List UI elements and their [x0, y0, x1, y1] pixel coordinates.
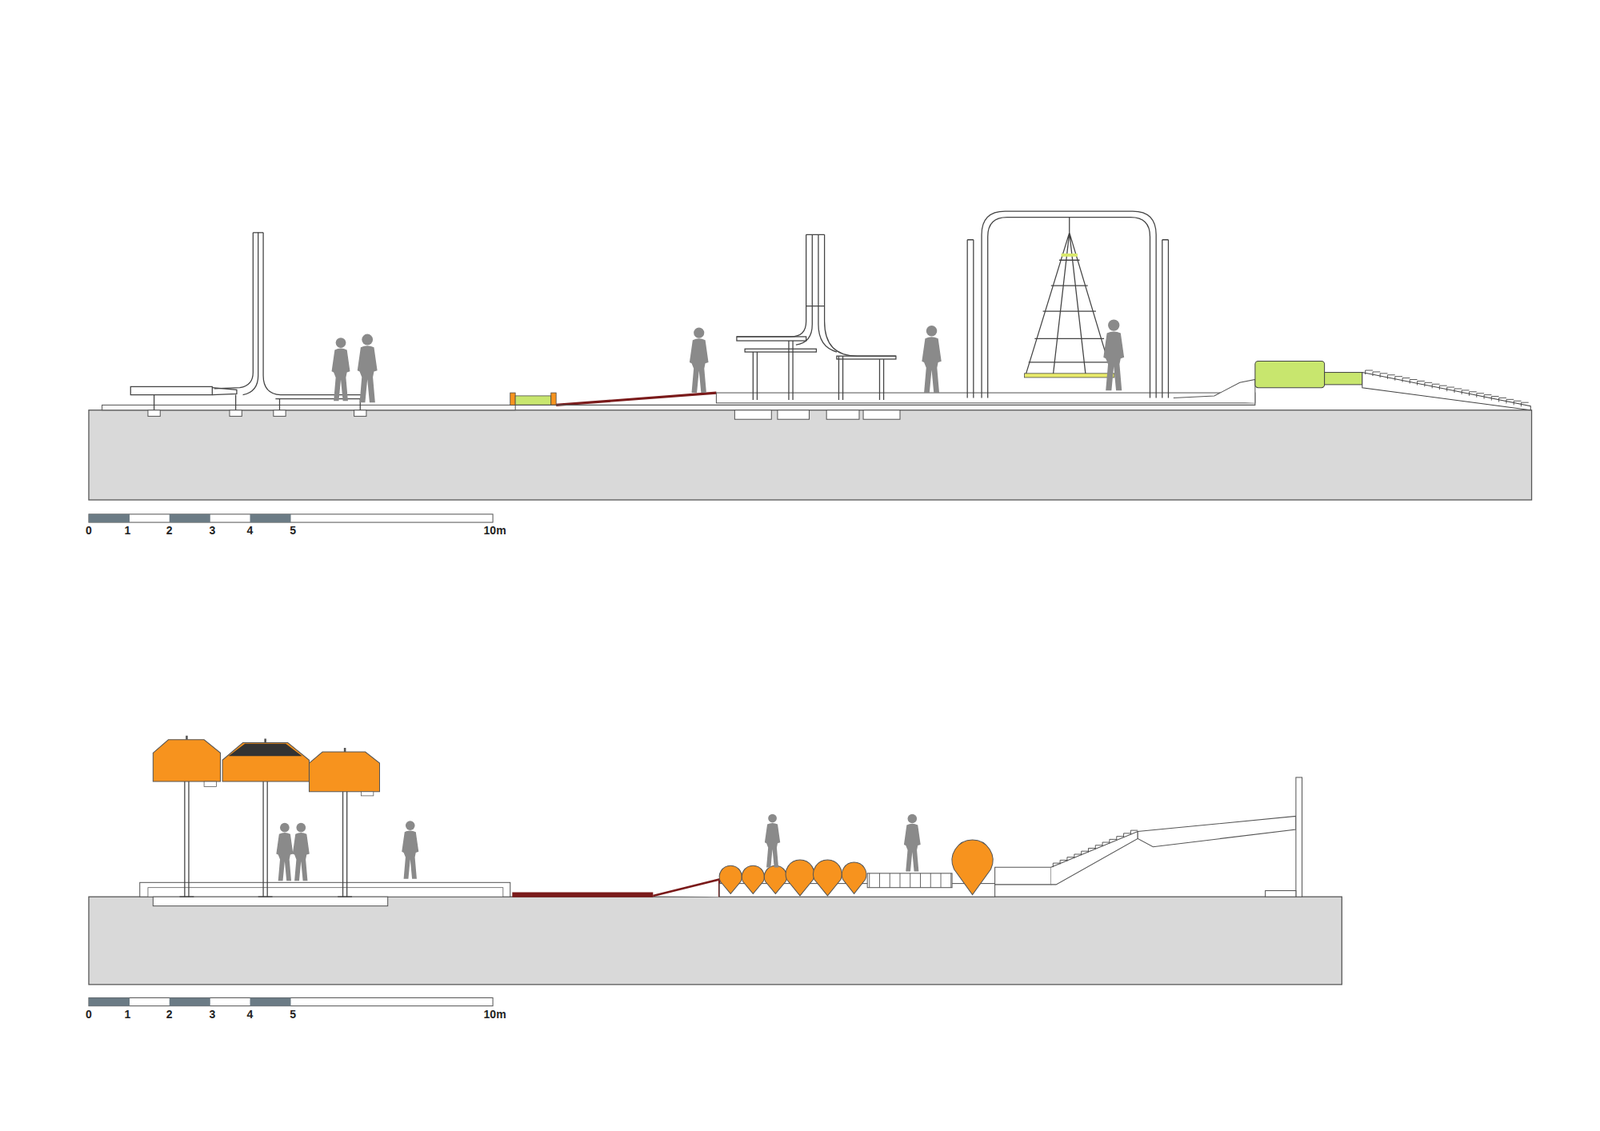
scale-label: 0: [85, 1008, 92, 1020]
scale-label: 1: [124, 525, 132, 537]
scale-label: 1: [124, 1008, 132, 1020]
scale-label: 5: [289, 525, 296, 537]
scale-label: 10m: [484, 525, 507, 537]
scale-label: 0: [85, 525, 92, 537]
scale-label: 2: [166, 1008, 173, 1020]
stair-treads: [1052, 830, 1138, 868]
scale-label: 3: [208, 1008, 216, 1020]
scale-label: 4: [247, 1008, 254, 1020]
scale-label: 10m: [484, 1008, 507, 1020]
railing-bars: [869, 873, 952, 888]
scale-label: 3: [208, 525, 216, 537]
scale-label: 2: [166, 525, 173, 537]
scale-label: 5: [289, 1008, 296, 1020]
stair-treads: [1365, 370, 1529, 407]
scale-label: 4: [247, 525, 254, 537]
